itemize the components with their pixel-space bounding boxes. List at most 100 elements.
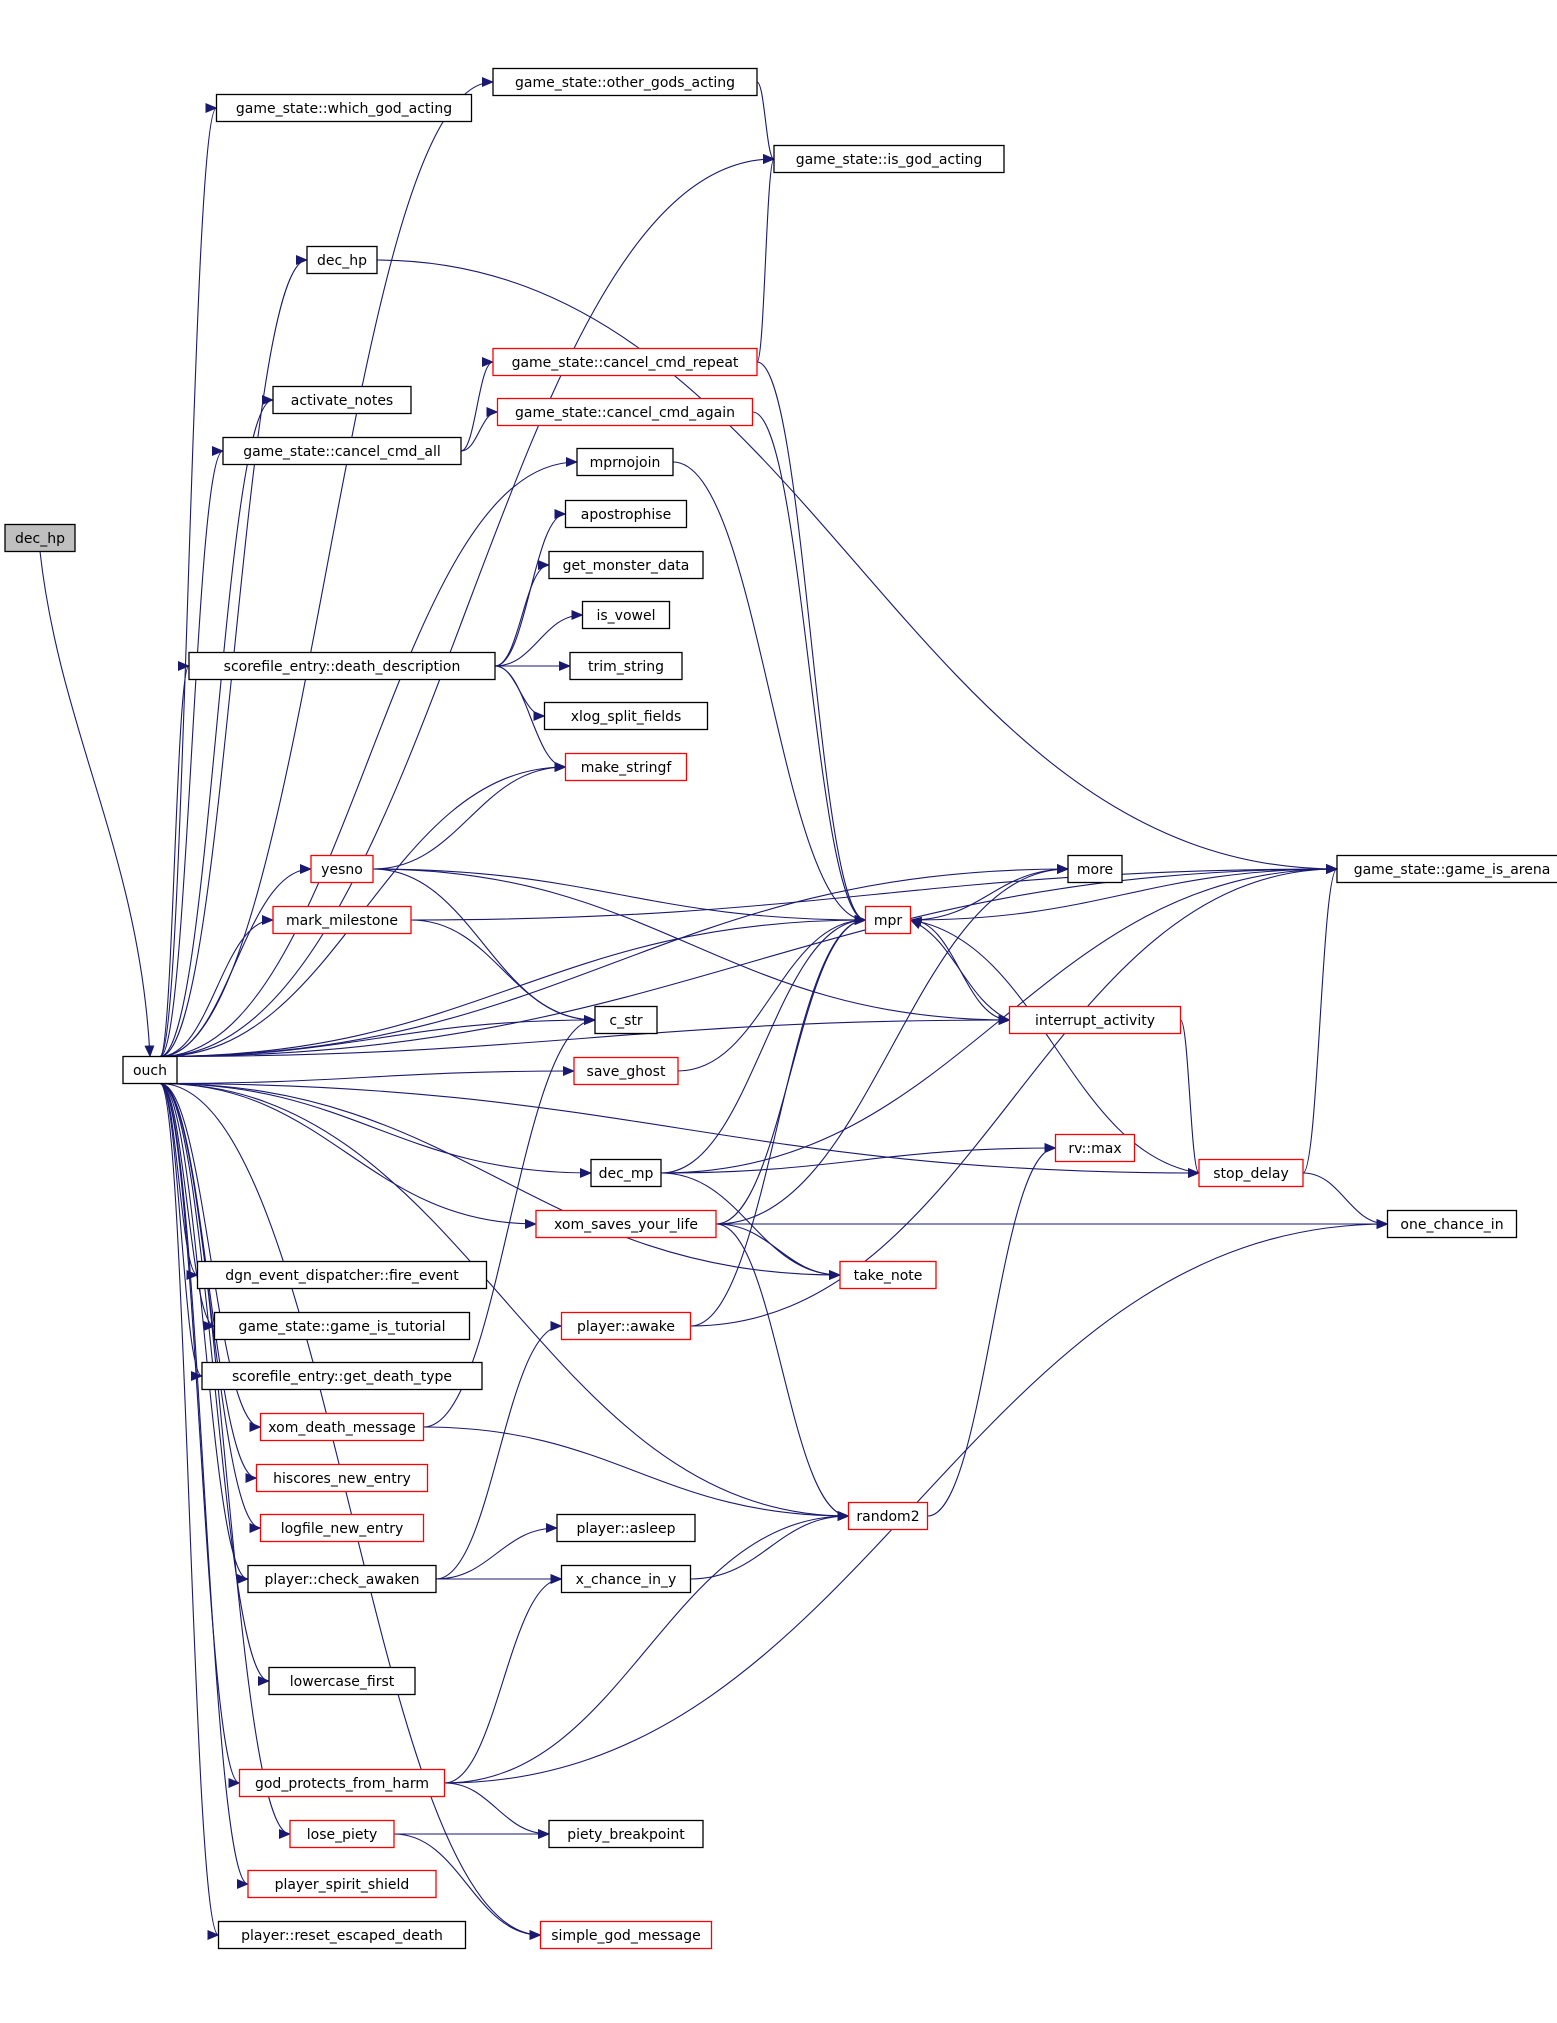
node-mpr[interactable]: mpr [864,905,912,935]
node-box [564,752,688,782]
node-stop-delay[interactable]: stop_delay [1198,1158,1304,1188]
node-get-death-type[interactable]: scorefile_entry::get_death_type [201,1361,483,1391]
node-cancel-cmd-again[interactable]: game_state::cancel_cmd_again [496,397,754,427]
node-label: player_spirit_shield [275,1877,410,1893]
node-player-awake[interactable]: player::awake [560,1311,692,1341]
edge-dec-hp-to-game-is-arena [376,259,1338,874]
node-label: dgn_event_dispatcher::fire_event [225,1268,459,1284]
node-game-is-arena[interactable]: game_state::game_is_arena [1336,854,1557,884]
node-lowercase-first[interactable]: lowercase_first [268,1666,416,1696]
node-hiscores-new-entry[interactable]: hiscores_new_entry [255,1463,429,1493]
node-cancel-cmd-all[interactable]: game_state::cancel_cmd_all [222,436,462,466]
node-label: scorefile_entry::death_description [224,659,461,675]
edge-dec-mp-to-game-is-arena [660,864,1338,1174]
edge-ouch-to-mark-milestone [159,915,274,1058]
node-label: c_str [609,1013,642,1029]
node-xom-saves-your-life[interactable]: xom_saves_your_life [535,1209,717,1239]
node-ouch[interactable]: ouch [122,1055,178,1085]
node-label: scorefile_entry::get_death_type [232,1369,452,1385]
edge-death-description-to-get-monster-data [494,560,550,667]
node-save-ghost[interactable]: save_ghost [573,1056,679,1086]
edge-ouch-to-player-spirit-shield [159,1082,249,1889]
node-box [548,1819,704,1849]
node-label: interrupt_activity [1035,1013,1155,1029]
edge-dec-mp-to-mpr [660,915,867,1174]
node-take-note[interactable]: take_note [839,1260,937,1290]
node-god-protects-from-harm[interactable]: god_protects_from_harm [238,1768,446,1798]
edge-mark-milestone-to-game-is-arena [410,864,1338,921]
node-box [581,600,671,630]
node-xom-death-message[interactable]: xom_death_message [259,1412,425,1442]
node-label: yesno [321,862,363,878]
node-player-asleep[interactable]: player::asleep [556,1513,696,1543]
node-label: game_state::other_gods_acting [515,75,735,91]
edge-xom-death-message-to-c-str [423,1015,596,1428]
node-is-god-acting[interactable]: game_state::is_god_acting [773,144,1005,174]
edge-xom-death-message-to-random2 [423,1426,850,1521]
node-reset-escaped-death[interactable]: player::reset_escaped_death [217,1920,467,1950]
node-interrupt-activity[interactable]: interrupt_activity [1008,1005,1182,1035]
node-cancel-cmd-repeat[interactable]: game_state::cancel_cmd_repeat [492,347,758,377]
edge-mpr-to-more [910,864,1069,921]
node-death-description[interactable]: scorefile_entry::death_description [188,651,496,681]
node-apostrophise[interactable]: apostrophise [564,499,688,529]
node-c-str[interactable]: c_str [594,1005,658,1035]
node-mprnojoin[interactable]: mprnojoin [576,447,674,477]
node-box [492,347,758,377]
node-box [268,1666,416,1696]
node-box [590,1158,662,1188]
node-simple-god-message[interactable]: simple_god_message [539,1920,713,1950]
edge-god-protects-from-harm-to-piety-breakpoint [444,1782,550,1839]
node-box [496,397,754,427]
node-game-is-tutorial[interactable]: game_state::game_is_tutorial [213,1311,471,1341]
node-random2[interactable]: random2 [847,1501,929,1531]
node-layer: dec_hpouchgame_state::which_god_actingga… [4,67,1557,1950]
node-xlog-split-fields[interactable]: xlog_split_fields [543,701,709,731]
edge-dec-hp-root-to-ouch [39,551,155,1058]
node-check-awaken[interactable]: player::check_awaken [247,1564,437,1594]
node-box [847,1501,929,1531]
edge-yesno-to-interrupt-activity [372,868,1011,1025]
node-one-chance-in[interactable]: one_chance_in [1386,1209,1518,1239]
node-lose-piety[interactable]: lose_piety [289,1819,395,1849]
node-player-spirit-shield[interactable]: player_spirit_shield [247,1869,437,1899]
node-make-stringf[interactable]: make_stringf [564,752,688,782]
node-logfile-new-entry[interactable]: logfile_new_entry [259,1513,425,1543]
node-x-chance-in-y[interactable]: x_chance_in_y [560,1564,692,1594]
node-label: activate_notes [291,393,393,409]
node-box [569,651,683,681]
node-label: piety_breakpoint [567,1827,685,1843]
node-dec-hp[interactable]: dec_hp [306,245,378,275]
node-label: take_note [854,1268,923,1284]
node-rv-max[interactable]: rv::max [1054,1133,1136,1163]
node-label: game_state::cancel_cmd_again [515,405,735,421]
node-is-vowel[interactable]: is_vowel [581,600,671,630]
edge-ouch-to-game-is-arena [159,864,1338,1058]
edge-ouch-to-yesno [159,864,312,1058]
node-label: dec_hp [15,531,65,547]
edge-god-protects-from-harm-to-random2 [444,1511,850,1784]
node-dec-hp-root[interactable]: dec_hp [4,523,76,553]
node-label: ouch [133,1063,167,1079]
node-activate-notes[interactable]: activate_notes [272,385,412,415]
node-label: lowercase_first [290,1674,395,1690]
node-get-monster-data[interactable]: get_monster_data [548,550,704,580]
node-yesno[interactable]: yesno [310,854,374,884]
node-box [594,1005,658,1035]
node-box [1054,1133,1136,1163]
node-box [543,701,709,731]
node-trim-string[interactable]: trim_string [569,651,683,681]
node-other-gods-acting[interactable]: game_state::other_gods_acting [492,67,758,97]
node-piety-breakpoint[interactable]: piety_breakpoint [548,1819,704,1849]
node-label: mprnojoin [590,455,661,471]
node-mark-milestone[interactable]: mark_milestone [272,905,412,935]
edge-ouch-to-mpr [159,915,867,1058]
node-more[interactable]: more [1067,854,1123,884]
node-label: xom_death_message [268,1420,415,1436]
node-fire-event[interactable]: dgn_event_dispatcher::fire_event [196,1260,488,1290]
node-dec-mp[interactable]: dec_mp [590,1158,662,1188]
node-box [773,144,1005,174]
node-which-god-acting[interactable]: game_state::which_god_acting [215,93,473,123]
edge-lose-piety-to-simple-god-message [393,1833,542,1940]
